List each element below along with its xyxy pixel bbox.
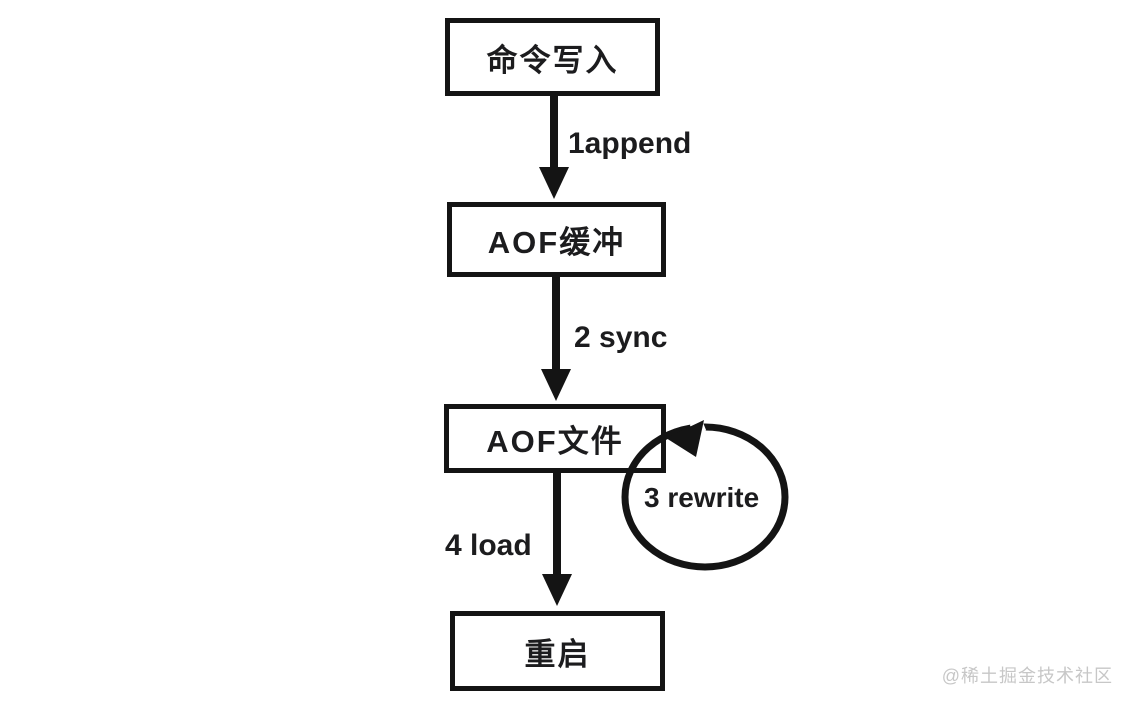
node-aof-buffer: AOF缓冲 [447, 202, 666, 277]
edge-label-rewrite: 3 rewrite [644, 482, 760, 513]
node-aof-file-label: AOF文件 [486, 424, 624, 459]
arrow-append [539, 94, 569, 199]
arrow-load [542, 471, 572, 606]
watermark-text: @稀土掘金技术社区 [941, 666, 1113, 686]
edge-label-sync: 2 sync [574, 321, 668, 354]
edge-label-append: 1append [568, 127, 692, 160]
edge-label-load: 4 load [445, 529, 532, 562]
node-aof-file: AOF文件 [444, 404, 666, 473]
arrow-sync [541, 275, 571, 401]
node-command-write: 命令写入 [445, 18, 660, 96]
node-restart-label: 重启 [524, 636, 591, 672]
node-aof-buffer-label: AOF缓冲 [487, 225, 626, 260]
node-restart: 重启 [450, 611, 665, 691]
node-command-write-label: 命令写入 [486, 42, 619, 78]
